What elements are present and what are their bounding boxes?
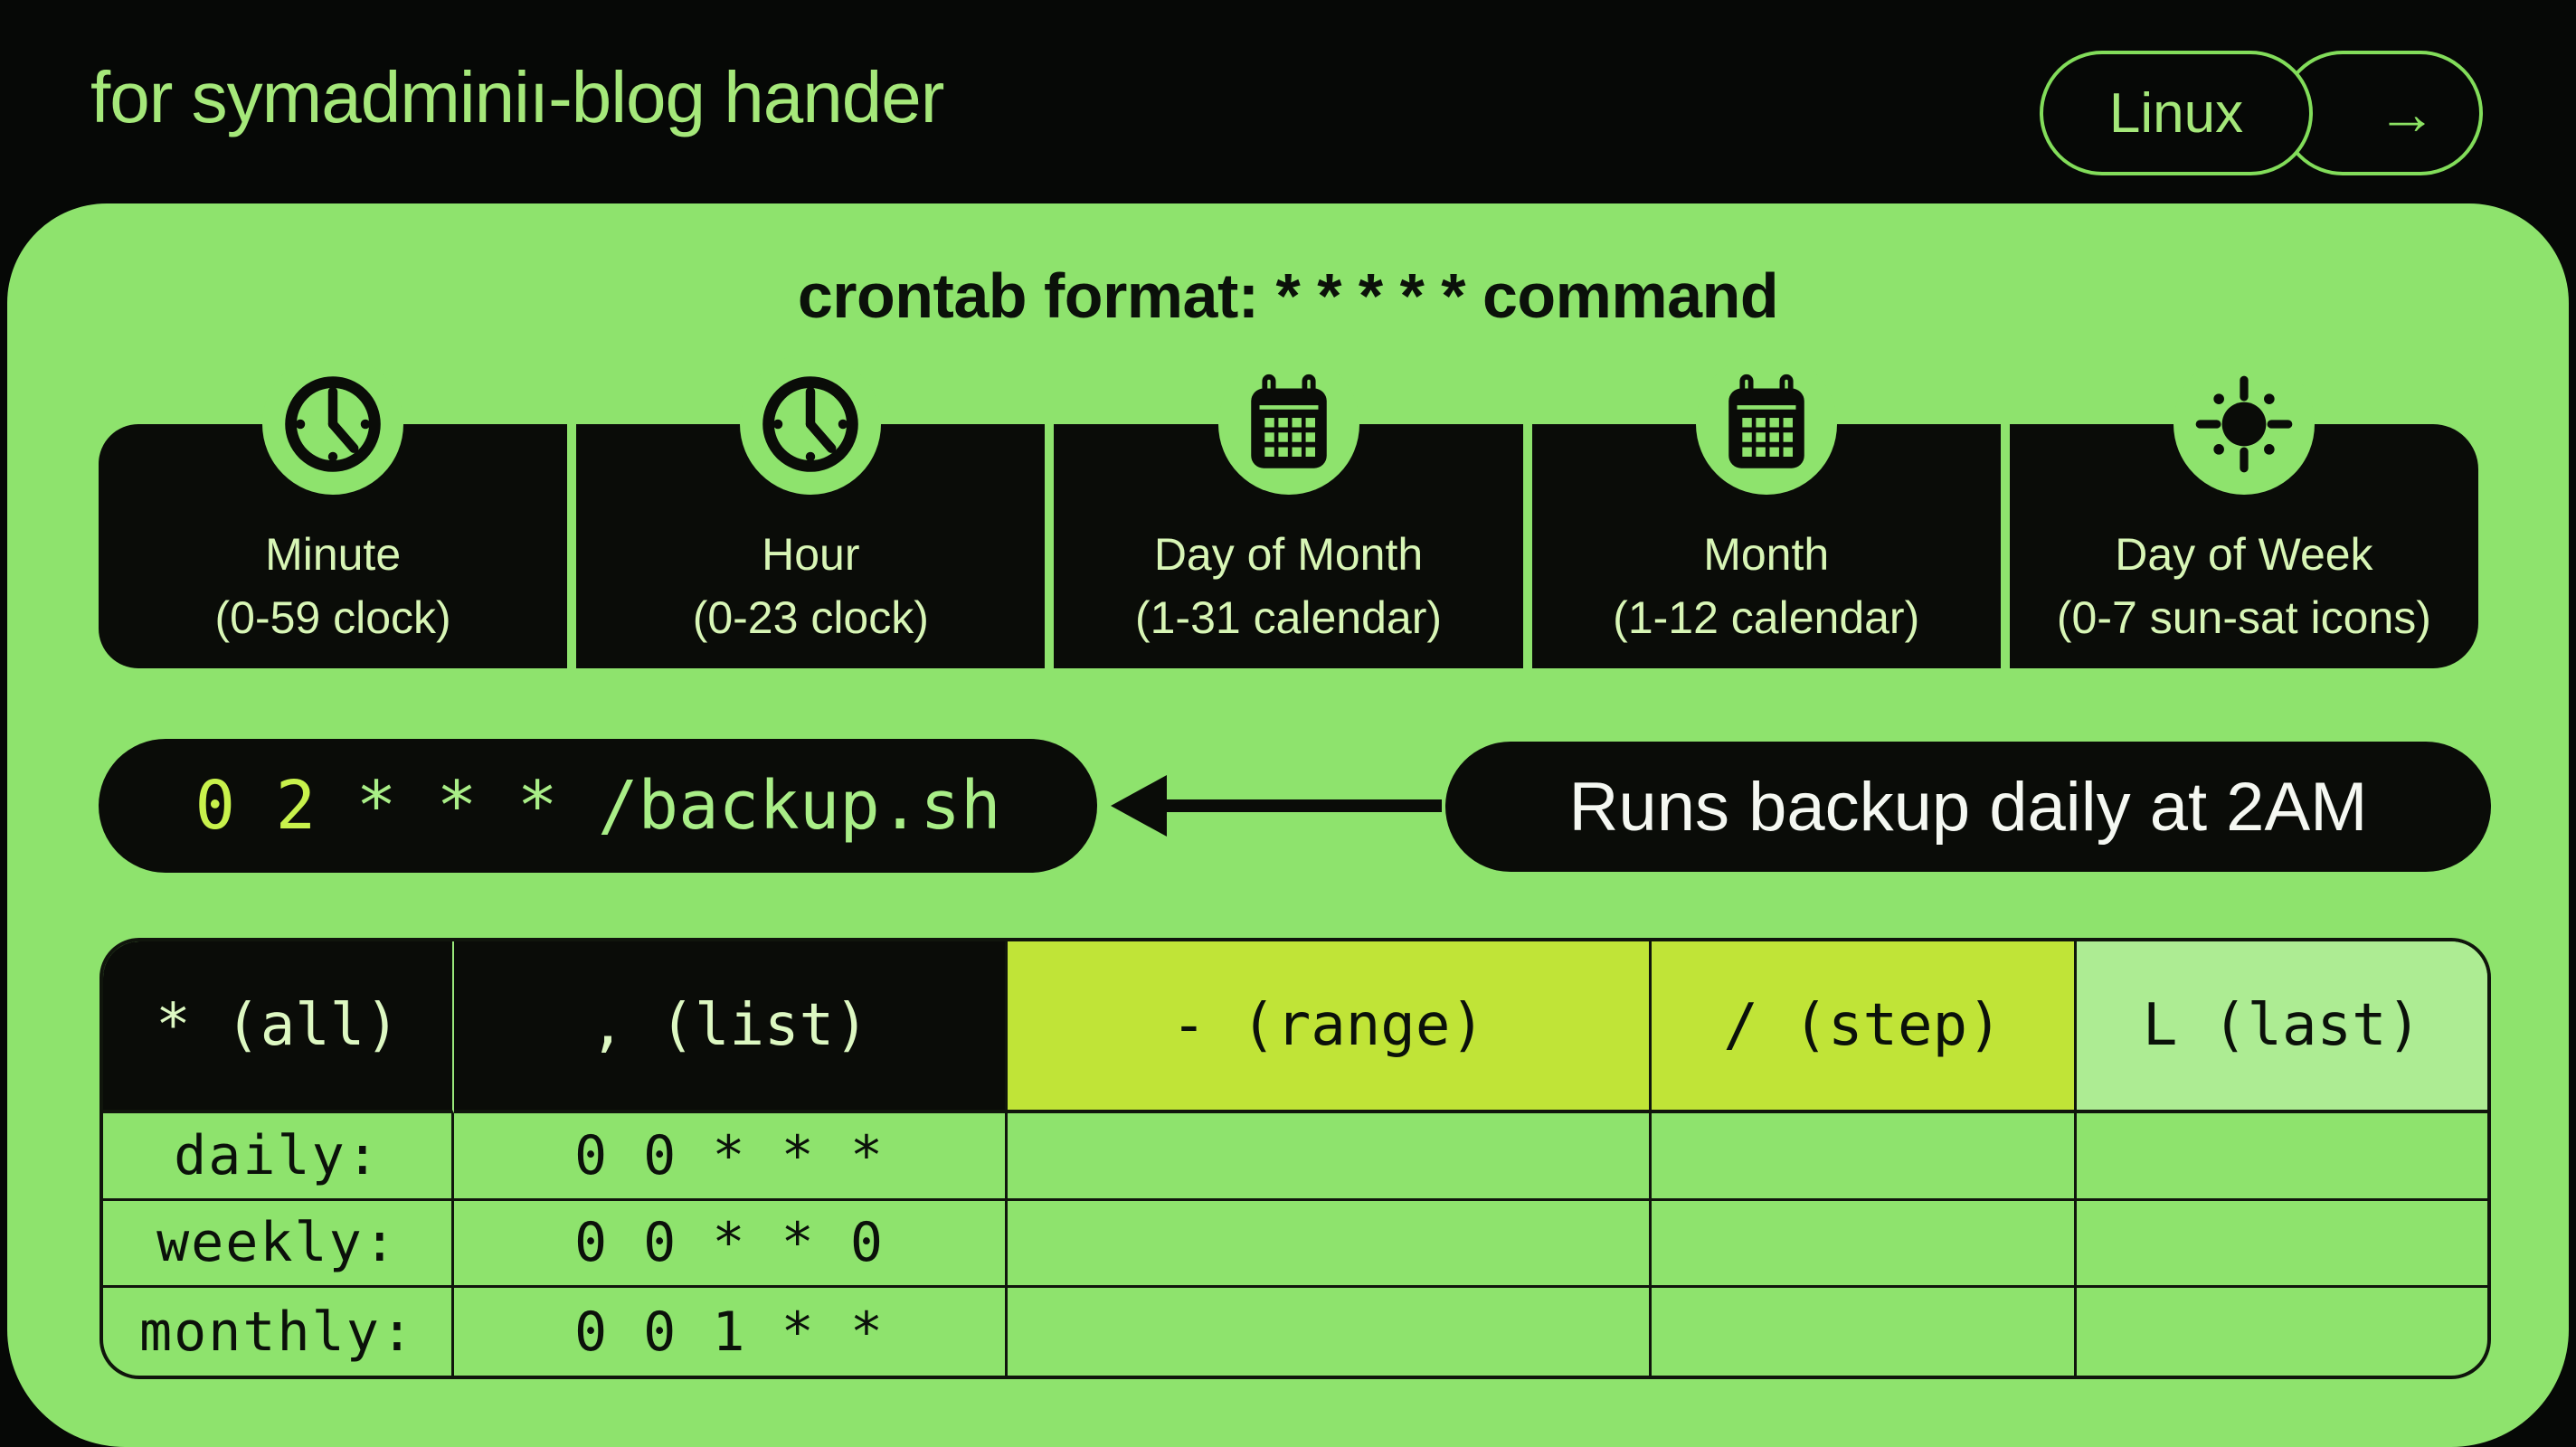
empty-cell <box>1652 1113 2077 1201</box>
header-cell-step: / (step) <box>1652 941 2077 1113</box>
header-cell-list: , (list) <box>454 941 1008 1113</box>
cron-example-numbers: 0 2 <box>194 767 356 845</box>
empty-cell <box>1652 1288 2077 1376</box>
calendar-icon <box>1695 354 1837 495</box>
row-value: 0 0 * * * <box>454 1113 1008 1201</box>
clock-icon <box>262 354 404 495</box>
clock-icon <box>740 354 882 495</box>
row-label: daily: <box>103 1113 454 1201</box>
field-range: (1-12 calendar) <box>1613 592 1920 643</box>
field-hour: Hour (0-23 clock) <box>576 354 1046 668</box>
row-value: 0 0 * * 0 <box>454 1200 1008 1289</box>
field-range: (0-7 sun-sat icons) <box>2056 592 2431 643</box>
header-cell-range: - (range) <box>1008 941 1652 1113</box>
field-boxes-row: Minute (0-59 clock) Hour (0-23 clock) <box>99 354 2479 668</box>
row-label: weekly: <box>103 1200 454 1289</box>
sun-icon <box>2173 354 2315 495</box>
field-month: Month (1-12 calendar) <box>1531 354 2001 668</box>
empty-cell <box>2077 1201 2487 1289</box>
field-name: Month <box>1703 529 1830 580</box>
empty-cell <box>1008 1200 1652 1289</box>
arrow-right-icon: → <box>2377 80 2437 147</box>
field-range: (1-31 calendar) <box>1134 592 1443 643</box>
calendar-icon <box>1217 354 1359 495</box>
left-arrow-connector-icon <box>1111 775 1442 837</box>
field-range: (0-23 clock) <box>692 592 929 643</box>
empty-cell <box>1652 1200 2077 1289</box>
crontab-panel: crontab format: * * * * * command Minute… <box>7 203 2569 1447</box>
field-day-of-week: Day of Week (0-7 sun-sat icons) <box>2009 354 2479 668</box>
platform-button-label: Linux <box>2108 81 2244 145</box>
empty-cell <box>1008 1288 1652 1376</box>
platform-button[interactable]: Linux <box>2040 51 2313 175</box>
next-button[interactable]: → <box>2280 51 2483 175</box>
field-name: Hour <box>762 529 860 580</box>
empty-cell <box>2077 1113 2487 1201</box>
row-label: monthly: <box>103 1288 454 1376</box>
empty-cell <box>2077 1288 2487 1376</box>
cron-example-rest: * * * /backup.sh <box>355 767 1001 845</box>
field-day-of-month: Day of Month (1-31 calendar) <box>1054 354 1523 668</box>
field-name: Day of Week <box>2115 529 2373 580</box>
field-minute: Minute (0-59 clock) <box>99 354 568 668</box>
cron-annotation-pill: Runs backup daily at 2AM <box>1445 742 2491 872</box>
header-cell-all: * (all) <box>103 941 454 1113</box>
field-name: Minute <box>265 529 402 580</box>
field-name: Day of Month <box>1153 529 1424 580</box>
field-range: (0-59 clock) <box>214 592 451 643</box>
row-value: 0 0 1 * * <box>454 1288 1008 1376</box>
header-cell-last: L (last) <box>2077 941 2487 1113</box>
cron-example-pill: 0 2 * * * /backup.sh <box>99 739 1097 873</box>
page-title: for symadminiı-blog hander <box>90 57 944 137</box>
cron-syntax-table: * (all) , (list) - (range) / (step) L (l… <box>99 938 2491 1379</box>
empty-cell <box>1008 1113 1652 1201</box>
panel-title: crontab format: * * * * * command <box>797 260 1779 331</box>
cron-annotation-label: Runs backup daily at 2AM <box>1568 768 2368 846</box>
